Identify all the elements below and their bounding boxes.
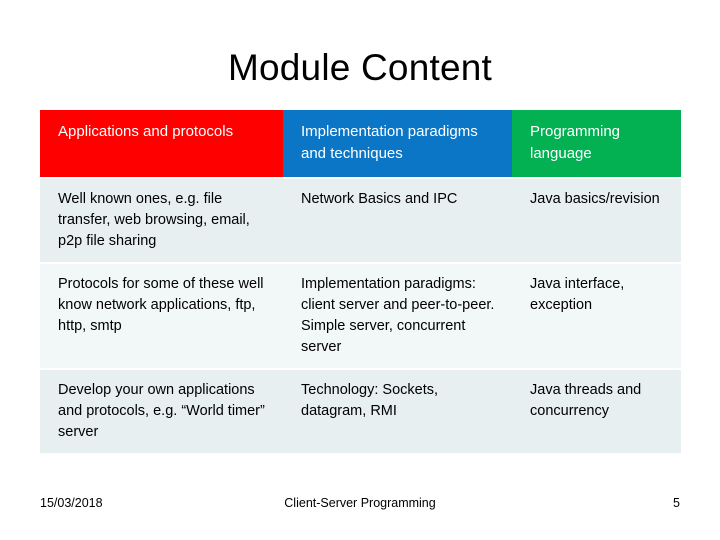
table-header-cell-implementation: Implementation paradigms and techniques xyxy=(283,110,512,178)
table-cell-text: Network Basics and IPC xyxy=(301,191,458,207)
table-header-label: Applications and protocols xyxy=(58,123,234,140)
table-cell-implementation: Technology: Sockets, datagram, RMI xyxy=(283,368,512,453)
table-header-label: Programming language xyxy=(530,123,621,162)
footer-page-number: 5 xyxy=(673,496,680,510)
table-row: Protocols for some of these well know ne… xyxy=(40,262,681,369)
table-cell-applications: Well known ones, e.g. file transfer, web… xyxy=(40,177,283,263)
table-cell-implementation: Implementation paradigms: client server … xyxy=(283,262,512,369)
footer-title: Client-Server Programming xyxy=(284,496,436,510)
module-content-table: Applications and protocols Implementatio… xyxy=(40,110,681,453)
table-header-cell-programming: Programming language xyxy=(512,110,681,178)
table-cell-text: Java basics/revision xyxy=(530,191,660,207)
table-cell-text: Well known ones, e.g. file transfer, web… xyxy=(58,191,250,249)
table-cell-text: Java interface, exception xyxy=(530,276,625,313)
table-cell-programming: Java basics/revision xyxy=(512,177,681,263)
page-title: Module Content xyxy=(227,47,493,88)
footer-date: 15/03/2018 xyxy=(40,496,103,510)
slide-footer: 15/03/2018 Client-Server Programming 5 xyxy=(0,493,720,513)
table-row: Develop your own applications and protoc… xyxy=(40,368,681,453)
table-cell-programming: Java threads and concurrency xyxy=(512,368,681,453)
table-header-row: Applications and protocols Implementatio… xyxy=(40,110,681,178)
table-cell-text: Develop your own applications and protoc… xyxy=(58,382,265,440)
table-row: Well known ones, e.g. file transfer, web… xyxy=(40,177,681,263)
table-cell-text: Technology: Sockets, datagram, RMI xyxy=(301,382,439,419)
table-cell-applications: Develop your own applications and protoc… xyxy=(40,368,283,453)
table-cell-applications: Protocols for some of these well know ne… xyxy=(40,262,283,369)
table-header-label: Implementation paradigms and techniques xyxy=(301,123,478,162)
table-cell-programming: Java interface, exception xyxy=(512,262,681,369)
table-header-cell-applications: Applications and protocols xyxy=(40,110,283,178)
table-cell-text: Implementation paradigms: client server … xyxy=(301,276,495,355)
table-cell-implementation: Network Basics and IPC xyxy=(283,177,512,263)
table-cell-text: Protocols for some of these well know ne… xyxy=(58,276,264,334)
table-cell-text: Java threads and concurrency xyxy=(530,382,642,419)
